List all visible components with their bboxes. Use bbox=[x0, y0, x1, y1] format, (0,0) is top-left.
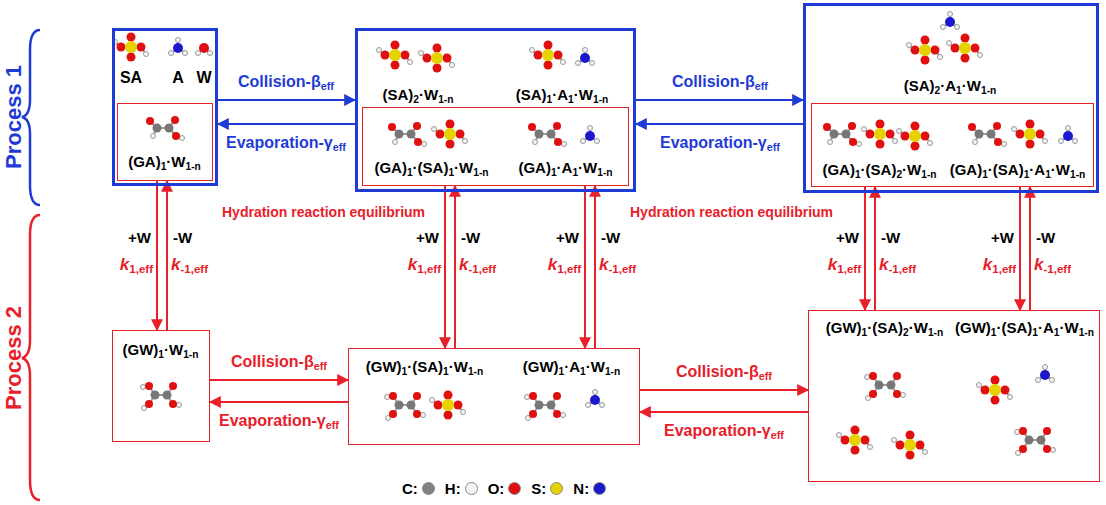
legend-swatch bbox=[593, 482, 606, 495]
cluster-formula: A bbox=[172, 68, 184, 87]
legend-text: N: bbox=[573, 480, 589, 497]
rate-constant: k-1,eff bbox=[1034, 255, 1071, 275]
reaction-arrow bbox=[218, 99, 355, 101]
cluster-box-red: (GW)1·(SA)1·W1-n (GW)1·A1·W1-n bbox=[348, 348, 640, 445]
reaction-arrow bbox=[166, 181, 168, 330]
edge-label: +W bbox=[556, 229, 579, 247]
cluster-box: (SA)2·W1-n(SA)1·A1·W1-n(GA)1·(SA)1·W1-n(… bbox=[355, 28, 636, 192]
cluster-formula: (SA)2·A1·W1-n bbox=[904, 77, 996, 95]
cluster-box: (SA)2·A1·W1-n (GA)1·(SA)2·W1-n (GA)1·(SA)1… bbox=[803, 3, 1099, 193]
process-label: Process 1 bbox=[1, 65, 27, 169]
edge-label: -W bbox=[173, 229, 192, 247]
edge-label: +W bbox=[416, 229, 439, 247]
cluster-formula: (GW)1·W1-n bbox=[123, 341, 199, 359]
reaction-arrow bbox=[210, 401, 348, 403]
rate-constant: k-1,eff bbox=[599, 255, 636, 275]
legend-text: O: bbox=[488, 480, 505, 497]
cluster-formula: (GW)1·(SA)2·W1-n bbox=[826, 319, 943, 337]
reaction-arrow bbox=[218, 123, 355, 125]
cluster-box: SA AW (GA)1·W1-n bbox=[112, 28, 218, 186]
reaction-arrow bbox=[1019, 187, 1021, 310]
legend-text: S: bbox=[531, 480, 546, 497]
cluster-formula: W bbox=[196, 68, 211, 87]
cluster-box-red: (GA)1·W1-n bbox=[117, 103, 213, 181]
reaction-arrow bbox=[156, 181, 158, 330]
edge-label: Evaporation-γeff bbox=[664, 421, 784, 440]
process-label: Process 2 bbox=[1, 306, 27, 410]
cluster-formula: (GW)1·A1·W1-n bbox=[523, 358, 620, 376]
legend-swatch bbox=[508, 482, 521, 495]
legend-swatch bbox=[550, 482, 563, 495]
cluster-formula: (GA)1·W1-n bbox=[128, 153, 201, 171]
edge-label: Evaporation-γeff bbox=[660, 133, 780, 152]
edge-label: Collision-βeff bbox=[231, 352, 327, 371]
reaction-arrow bbox=[636, 123, 803, 125]
rate-constant: k1,eff bbox=[983, 255, 1016, 275]
rate-constant: k1,eff bbox=[548, 255, 581, 275]
cluster-formula: SA bbox=[120, 68, 142, 87]
rate-constant: k-1,eff bbox=[879, 255, 916, 275]
legend-text: H: bbox=[445, 480, 461, 497]
reaction-arrow bbox=[210, 379, 348, 381]
cluster-formula: (GW)1·(SA)1·W1-n bbox=[366, 358, 483, 376]
cluster-box-red: (GW)1·W1-n bbox=[112, 330, 210, 442]
edge-label: -W bbox=[461, 229, 480, 247]
edge-label: -W bbox=[601, 229, 620, 247]
reaction-arrow bbox=[444, 186, 446, 348]
reaction-arrow bbox=[864, 187, 866, 310]
rate-constant: k-1,eff bbox=[171, 255, 208, 275]
cluster-formula: (GA)1·(SA)1·W1-n bbox=[374, 159, 488, 177]
reaction-arrow bbox=[874, 187, 876, 310]
cluster-formula: (GA)1·(SA)2·W1-n bbox=[822, 161, 936, 179]
cluster-box-red: (GA)1·(SA)2·W1-n (GA)1·(SA)1·A1·W1-n bbox=[811, 103, 1094, 187]
equilibrium-label: Hydration reaction equilibrium bbox=[222, 204, 425, 221]
reaction-arrow bbox=[640, 389, 808, 391]
reaction-arrow bbox=[640, 411, 808, 413]
legend-swatch bbox=[465, 482, 478, 495]
rate-constant: k1,eff bbox=[828, 255, 861, 275]
edge-label: +W bbox=[128, 229, 151, 247]
reaction-arrow bbox=[454, 186, 456, 348]
cluster-formula: (GA)1·A1·W1-n bbox=[518, 159, 612, 177]
rate-constant: k-1,eff bbox=[459, 255, 496, 275]
rate-constant: k1,eff bbox=[408, 255, 441, 275]
cluster-formula: (GW)1·(SA)1·A1·W1-n bbox=[955, 319, 1094, 337]
legend-text: C: bbox=[402, 480, 418, 497]
cluster-formula: (SA)2·W1-n bbox=[383, 86, 454, 104]
legend: C: H: O: S: N: bbox=[392, 480, 606, 497]
cluster-box-red: (GW)1·(SA)2·W1-n (GW)1·(SA)1·A1·W1-n bbox=[808, 310, 1100, 482]
rate-constant: k1,eff bbox=[120, 255, 153, 275]
edge-label: Collision-βeff bbox=[238, 72, 334, 91]
edge-label: +W bbox=[991, 229, 1014, 247]
reaction-arrow bbox=[1029, 187, 1031, 310]
edge-label: Evaporation-γeff bbox=[219, 411, 339, 430]
edge-label: Evaporation-γeff bbox=[226, 133, 346, 152]
cluster-box-red: (GA)1·(SA)1·W1-n (GA)1·A1·W1-n bbox=[362, 107, 629, 186]
edge-label: -W bbox=[1036, 229, 1055, 247]
edge-label: Collision-βeff bbox=[672, 72, 768, 91]
reaction-arrow bbox=[636, 99, 803, 101]
edge-label: +W bbox=[836, 229, 859, 247]
legend-swatch bbox=[422, 482, 435, 495]
cluster-formula: (SA)1·A1·W1-n bbox=[516, 86, 608, 104]
edge-label: Collision-βeff bbox=[676, 362, 772, 381]
reaction-arrow bbox=[584, 186, 586, 348]
edge-label: -W bbox=[881, 229, 900, 247]
equilibrium-label: Hydration reaction equilibrium bbox=[630, 204, 833, 221]
reaction-arrow bbox=[594, 186, 596, 348]
cluster-formula: (GA)1·(SA)1·A1·W1-n bbox=[950, 161, 1086, 179]
